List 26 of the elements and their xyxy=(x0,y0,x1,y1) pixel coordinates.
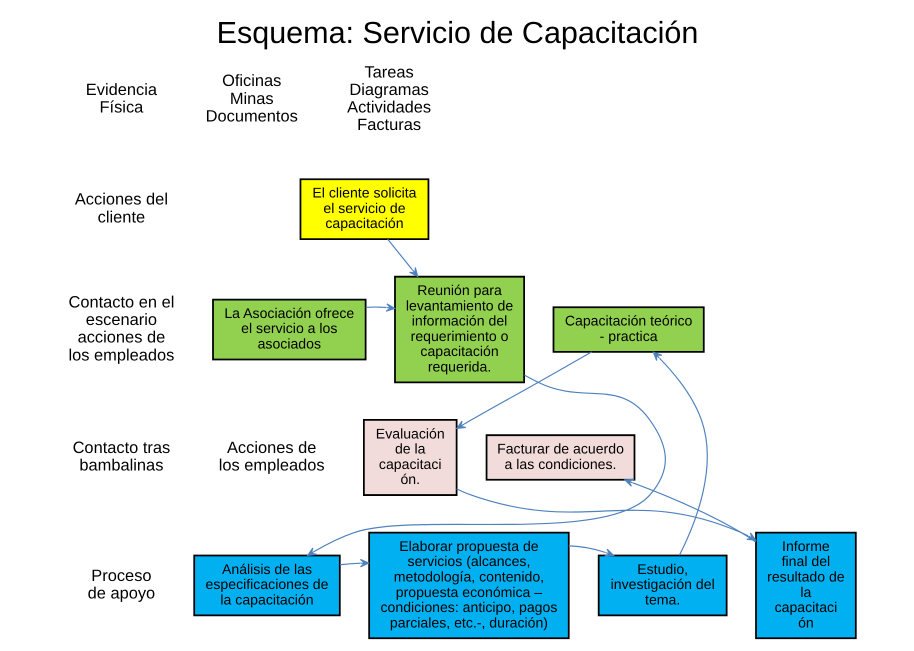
node-box: Reunión para levantamiento de información del requerimiento o capacitación requerida. xyxy=(394,275,524,383)
label: Evidencia Física xyxy=(85,80,157,116)
label: Oficinas Minas Documentos xyxy=(205,72,298,125)
label: Tareas Diagramas Actividades Facturas xyxy=(346,62,431,134)
node-box: La Asociación ofrece el servicio a los asociados xyxy=(212,298,366,360)
label: Proceso de apoyo xyxy=(87,566,155,602)
node-box: Análisis de las especificaciones de la capacitación xyxy=(192,554,340,616)
arrow xyxy=(652,351,708,555)
diagram-title: Esquema: Servicio de Capacitación xyxy=(216,15,698,50)
arrow xyxy=(568,544,614,556)
node-box: Informe final del resultado de la capacitaci ón xyxy=(754,531,856,639)
label: Acciones de los empleados xyxy=(218,438,324,474)
node-box: Estudio, investigación del tema. xyxy=(597,554,728,616)
arrow xyxy=(365,302,395,312)
node-box: El cliente solicita el servicio de capacitación xyxy=(299,178,429,240)
arrow xyxy=(339,558,369,567)
node-box: Elaborar propuesta de servicios (alcances, metodología, contenido, propuesta económica – condiciones: anticipo, pagos parciales, etc.-, duración) xyxy=(368,531,570,639)
node-box: Facturar de acuerdo a las condiciones. xyxy=(485,434,635,480)
label: Contacto en el escenario acciones de los empleados xyxy=(68,292,174,364)
label: Contacto tras bambalinas xyxy=(72,438,170,474)
node-box: Evaluación de la capacitaci ón. xyxy=(362,418,457,496)
arrow xyxy=(456,350,592,428)
arrow xyxy=(306,374,666,556)
node-box: Capacitación teórico - practica xyxy=(552,306,704,352)
arrow xyxy=(386,238,418,276)
label: Acciones del cliente xyxy=(74,190,168,226)
